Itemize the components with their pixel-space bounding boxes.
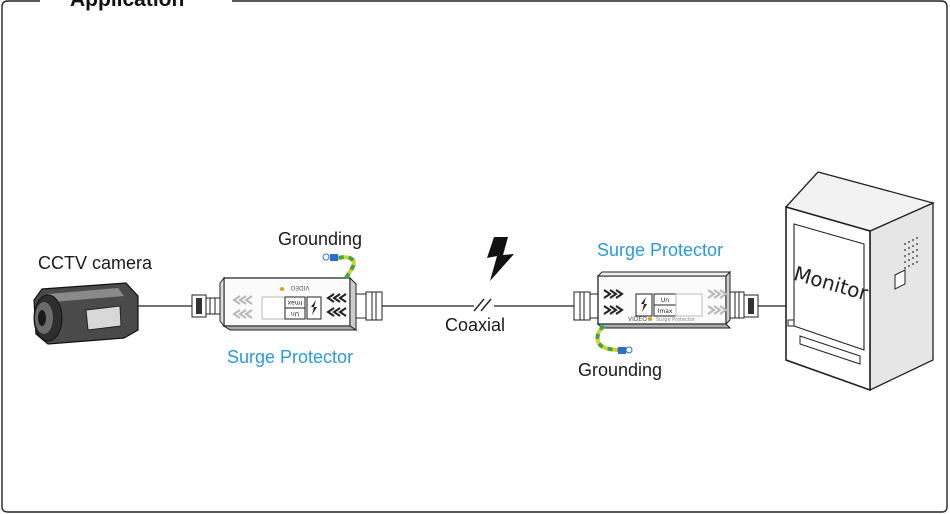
bnc-connector-icon (191, 294, 221, 318)
device-brand-left: VIDEO (290, 284, 309, 291)
monitor-icon: Monitor (784, 171, 935, 392)
bnc-connector-icon (355, 291, 383, 321)
camera-icon (33, 282, 139, 345)
ground-wire-right (595, 324, 633, 354)
device-un-right: Un (661, 297, 669, 304)
bnc-connector-icon (729, 291, 759, 319)
svg-text:Imax: Imax (287, 299, 302, 306)
surge-protector-right: Un Imax VIDEO Surge Protector (573, 270, 732, 329)
section-title: Application (62, 0, 193, 12)
device-imax-right: Imax (658, 308, 673, 315)
bnc-connector-icon (573, 291, 599, 321)
lightning-icon (641, 297, 647, 312)
grounding-label-right: Grounding (578, 360, 663, 380)
device-brand-right: VIDEO (628, 316, 647, 323)
device-name-right: Surge Protector (656, 317, 696, 323)
svg-text:Un: Un (291, 310, 299, 317)
surge-protector-label-right: Surge Protector (597, 240, 724, 260)
surge-protector-label-left: Surge Protector (227, 347, 354, 367)
camera-label: CCTV camera (38, 253, 153, 273)
ground-wire-left (322, 253, 356, 280)
lightning-icon (311, 300, 317, 315)
lightning-icon (487, 237, 514, 281)
surge-protector-left: Imax Un VIDEO (191, 276, 358, 331)
cable-break-icon (473, 298, 492, 312)
coaxial-label: Coaxial (445, 315, 506, 335)
grounding-label-left: Grounding (278, 229, 363, 249)
